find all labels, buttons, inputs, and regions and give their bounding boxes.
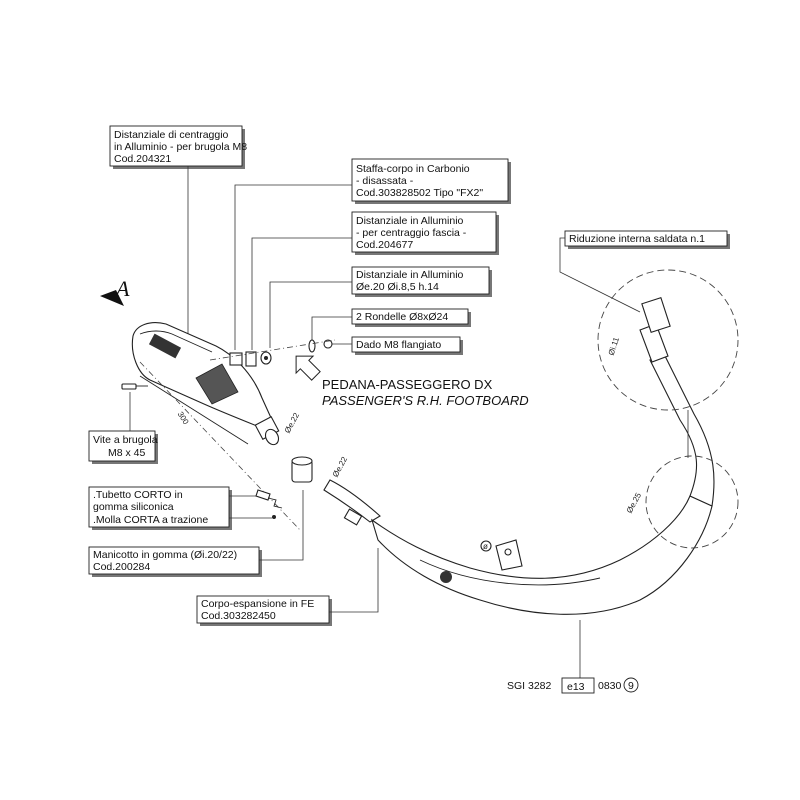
- callout-aluminium-spacer-band-line3: Cod.204677: [356, 239, 413, 251]
- callout-rubber-sleeve-line2: Cod.200284: [93, 561, 150, 573]
- centering-spacer-part: [245, 351, 257, 367]
- stinger-bracket: [343, 508, 363, 526]
- callout-centering-spacer: Distanziale di centraggio in Alluminio -…: [109, 125, 247, 340]
- homologation-emark: e13: [567, 681, 585, 693]
- callout-internal-reduction-text: Riduzione interna saldata n.1: [569, 233, 705, 245]
- leader-aluminium-spacer: [269, 281, 352, 348]
- homologation-number: 0830: [598, 680, 622, 692]
- callout-expansion-body-line1: Corpo-espansione in FE: [201, 598, 314, 610]
- callout-centering-spacer-line3: Cod.204321: [114, 153, 171, 165]
- leader-expansion-body: [329, 548, 379, 613]
- header-flange: [641, 296, 671, 334]
- callout-expansion-body-line2: Cod.303282450: [201, 610, 276, 622]
- callout-bolt-line1: Vite a brugola: [93, 434, 158, 446]
- bracket-spacer: [229, 352, 243, 366]
- homologation-mark: SGI 3282 e13 0830 9: [507, 620, 639, 694]
- nut-part: [323, 339, 333, 349]
- chamber-logo: [440, 571, 452, 583]
- leader-aluminium-spacer-band: [251, 237, 352, 350]
- callout-centering-spacer-line2: in Alluminio - per brugola M8: [114, 141, 247, 153]
- outlet-opening: [264, 428, 280, 446]
- callout-expansion-body: Corpo-espansione in FE Cod.303282450: [196, 548, 379, 626]
- callout-aluminium-spacer: Distanziale in Alluminio Øe.20 Øi.8,5 h.…: [269, 266, 492, 348]
- circled-number-ring: [623, 677, 639, 693]
- detail-circle-upper: [597, 269, 739, 411]
- svg-text:ø: ø: [483, 542, 488, 551]
- callout-short-tube-spring: .Tubetto CORTO in gomma siliconica .Moll…: [88, 486, 272, 530]
- length-dim-line: [139, 375, 249, 445]
- silencer-logo: [148, 333, 182, 359]
- callout-rubber-sleeve: Manicotto in gomma (Øi.20/22) Cod.200284: [88, 490, 304, 577]
- callout-carbon-bracket: Staffa-corpo in Carbonio - disassata - C…: [234, 158, 511, 350]
- callout-internal-reduction: Riduzione interna saldata n.1: [559, 230, 730, 313]
- header-diameter-label: Øe.25: [625, 491, 643, 515]
- expansion-body: [371, 495, 713, 615]
- spring-part: [267, 497, 283, 509]
- tail-pipe: [323, 479, 381, 523]
- detail-circle-lower: [645, 455, 739, 549]
- leader-rubber-sleeve: [259, 490, 304, 561]
- leader-internal-reduction: [559, 237, 641, 313]
- bolt-part: [121, 383, 137, 390]
- reduction-diameter-label: Øi.11: [607, 336, 621, 357]
- expansion-chamber: Øe.22 ø Øe.25 Øi.11: [323, 296, 715, 615]
- callout-nut-text: Dado M8 flangiato: [356, 339, 441, 351]
- washer-part: [308, 339, 316, 353]
- short-tube-part: [255, 489, 271, 501]
- callout-carbon-bracket-line3: Cod.303828502 Tipo "FX2": [356, 187, 483, 199]
- carbon-band: [195, 363, 239, 405]
- callout-short-tube-line3: .Molla CORTA a trazione: [93, 514, 208, 526]
- callout-aluminium-spacer-band-line1: Distanziale in Alluminio: [356, 215, 464, 227]
- footboard-italian: PEDANA-PASSEGGERO DX: [322, 377, 493, 392]
- callout-washers: 2 Rondelle Ø8xØ24: [311, 308, 471, 342]
- callout-aluminium-spacer-line1: Distanziale in Alluminio: [356, 269, 464, 281]
- callout-centering-spacer-line1: Distanziale di centraggio: [114, 129, 229, 141]
- expansion-shade: [419, 559, 601, 586]
- bracket-axis: [209, 339, 336, 361]
- short-tube-spring-parts: [255, 489, 283, 519]
- homologation-circled: 9: [628, 680, 634, 692]
- callout-washers-text: 2 Rondelle Ø8xØ24: [356, 311, 448, 323]
- header-pipe: [649, 353, 715, 507]
- callout-short-tube-line1: .Tubetto CORTO in: [93, 489, 183, 501]
- callout-bolt: Vite a brugola M8 x 45: [88, 392, 158, 464]
- leader-washers: [311, 316, 352, 342]
- view-arrow-icon: [100, 290, 124, 306]
- callout-bolt-line2: M8 x 45: [108, 447, 146, 459]
- silencer-edge: [139, 330, 213, 353]
- inlet-diameter-label: Øe.22: [331, 455, 349, 479]
- footboard-english: PASSENGER'S R.H. FOOTBOARD: [322, 393, 529, 408]
- callout-short-tube-line2: gomma siliconica: [93, 501, 174, 513]
- callout-aluminium-spacer-band-line2: - per centraggio fascia -: [356, 227, 467, 239]
- callout-carbon-bracket-line2: - disassata -: [356, 175, 414, 187]
- footboard-note: PEDANA-PASSEGGERO DX PASSENGER'S R.H. FO…: [295, 355, 529, 408]
- leader-carbon-bracket: [234, 184, 352, 350]
- callout-aluminium-spacer-line2: Øe.20 Øi.8,5 h.14: [356, 281, 439, 293]
- view-marker-a: A: [100, 276, 130, 306]
- view-marker-letter: A: [114, 276, 130, 301]
- callout-aluminium-spacer-band: Distanziale in Alluminio - per centraggi…: [251, 211, 499, 350]
- outlet-diameter-label: Øe.22: [283, 411, 301, 435]
- rubber-sleeve-part: [291, 456, 313, 483]
- homologation-prefix: SGI 3282: [507, 680, 552, 692]
- callout-rubber-sleeve-line1: Manicotto in gomma (Øi.20/22): [93, 549, 237, 561]
- callout-nut: Dado M8 flangiato: [330, 336, 463, 355]
- callout-carbon-bracket-line1: Staffa-corpo in Carbonio: [356, 163, 470, 175]
- footboard-arrow-icon: [295, 355, 321, 381]
- e-mark-box: [561, 677, 595, 694]
